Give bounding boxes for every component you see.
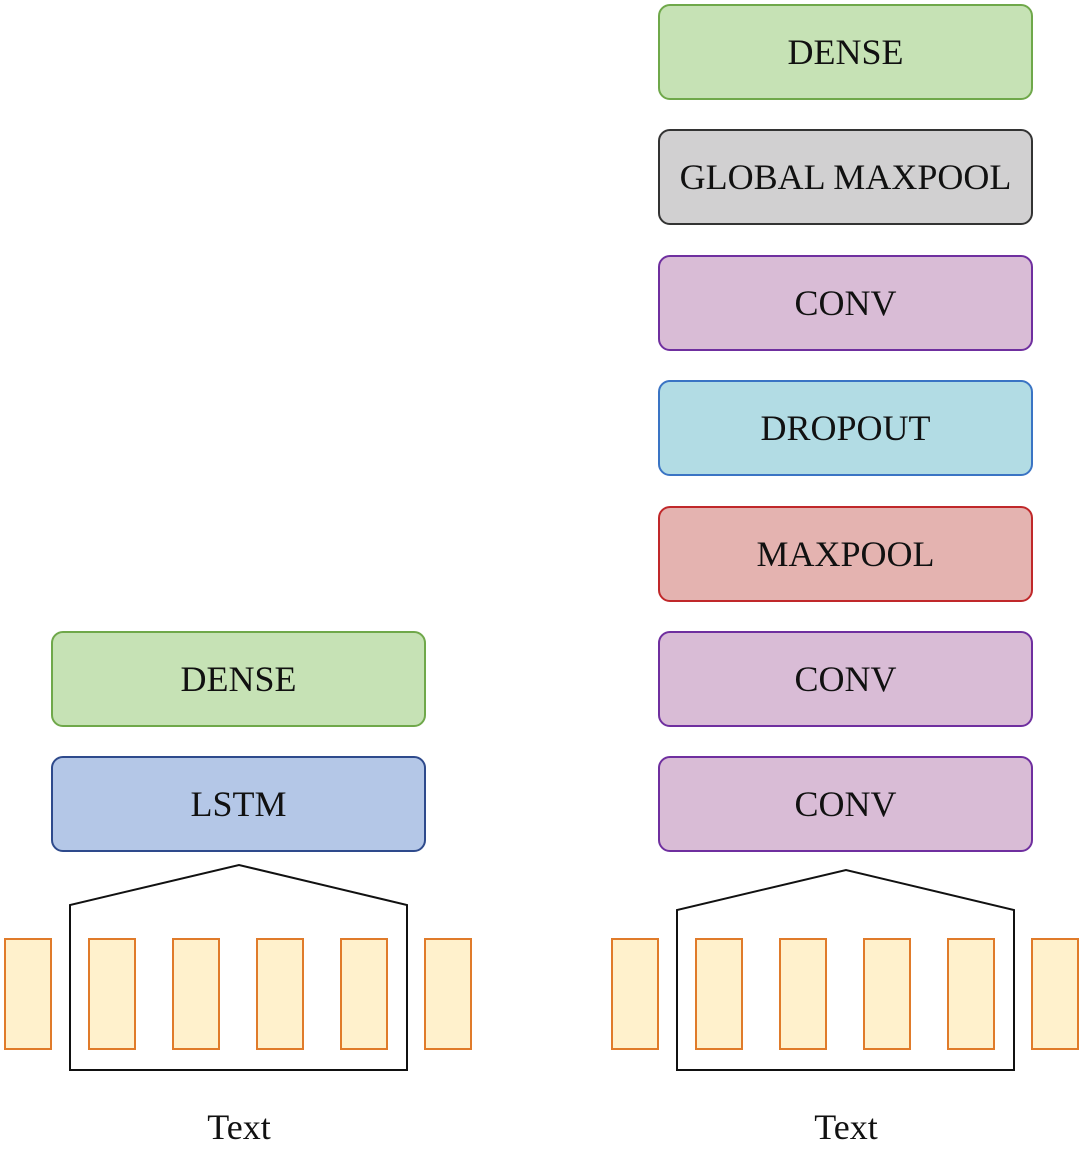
lstm-token-3 [172,938,220,1050]
cnn-token-2 [695,938,743,1050]
cnn-conv-layer-3: CONV [658,255,1033,351]
cnn-maxpool-layer: MAXPOOL [658,506,1033,602]
lstm-layer: LSTM [51,756,426,852]
lstm-token-6 [424,938,472,1050]
cnn-model: DENSE GLOBAL MAXPOOL CONV DROPOUT MAXPOO… [600,0,1084,1155]
lstm-model: DENSE LSTM Text [0,0,480,1155]
lstm-input-window [69,863,408,1071]
lstm-token-5 [340,938,388,1050]
cnn-global-maxpool-layer: GLOBAL MAXPOOL [658,129,1033,225]
cnn-input-window [676,868,1015,1071]
cnn-dropout-layer: DROPOUT [658,380,1033,476]
cnn-dense-layer: DENSE [658,4,1033,100]
lstm-token-1 [4,938,52,1050]
cnn-conv-layer-1: CONV [658,756,1033,852]
cnn-token-3 [779,938,827,1050]
cnn-token-6 [1031,938,1079,1050]
lstm-window-outline [69,863,408,1071]
cnn-token-5 [947,938,995,1050]
cnn-input-label: Text [814,1107,878,1147]
lstm-input-label: Text [207,1107,271,1147]
cnn-conv-layer-2: CONV [658,631,1033,727]
lstm-dense-layer: DENSE [51,631,426,727]
cnn-window-outline [676,868,1015,1071]
cnn-token-1 [611,938,659,1050]
lstm-token-2 [88,938,136,1050]
cnn-token-4 [863,938,911,1050]
lstm-token-4 [256,938,304,1050]
